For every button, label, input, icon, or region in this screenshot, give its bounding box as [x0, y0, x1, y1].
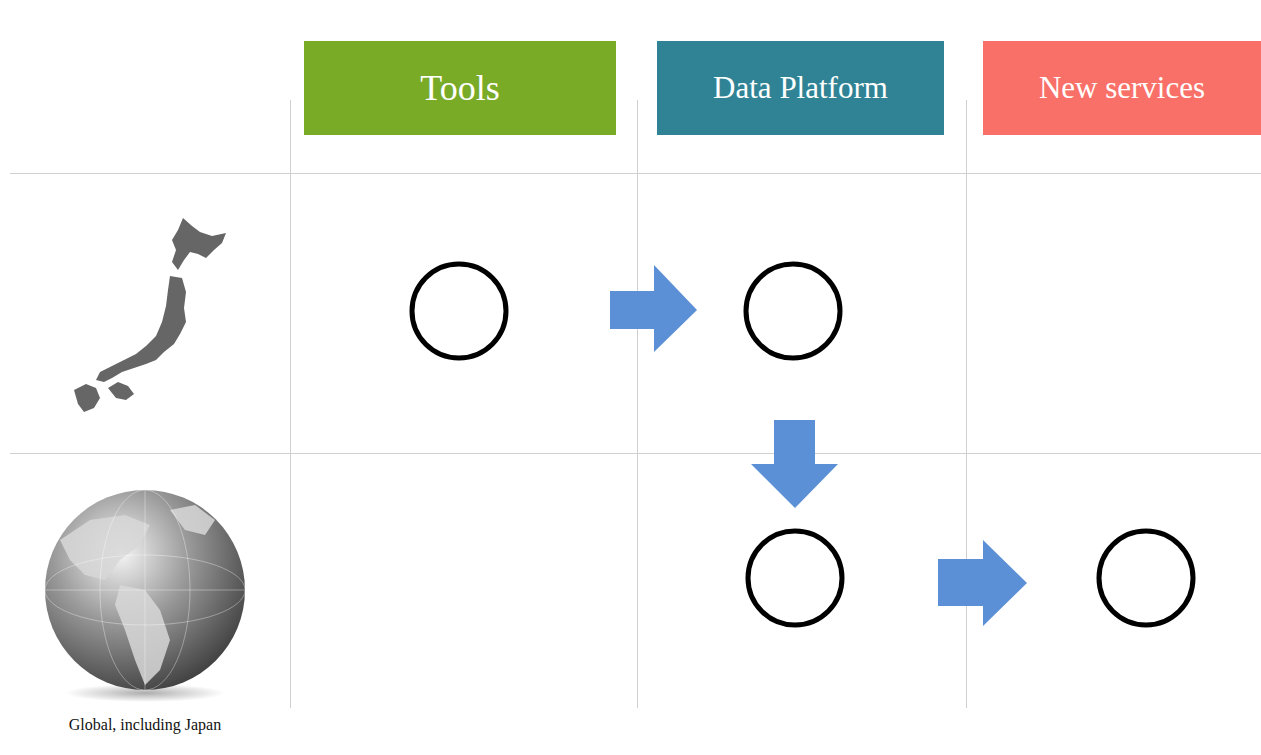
flow-arrows — [610, 265, 1027, 626]
globe-caption: Global, including Japan — [35, 716, 255, 733]
header-text: New services — [1039, 70, 1205, 106]
globe-icon — [45, 490, 245, 702]
marker-circles — [412, 264, 1193, 625]
grid-lines — [10, 100, 1261, 708]
header-text: Tools — [420, 67, 500, 109]
column-header-box: New services — [983, 41, 1261, 135]
column-header-box: Data Platform — [657, 41, 944, 135]
header-text: Data Platform — [713, 70, 888, 106]
column-header-box: Tools — [304, 41, 616, 135]
japan-map — [74, 218, 226, 412]
